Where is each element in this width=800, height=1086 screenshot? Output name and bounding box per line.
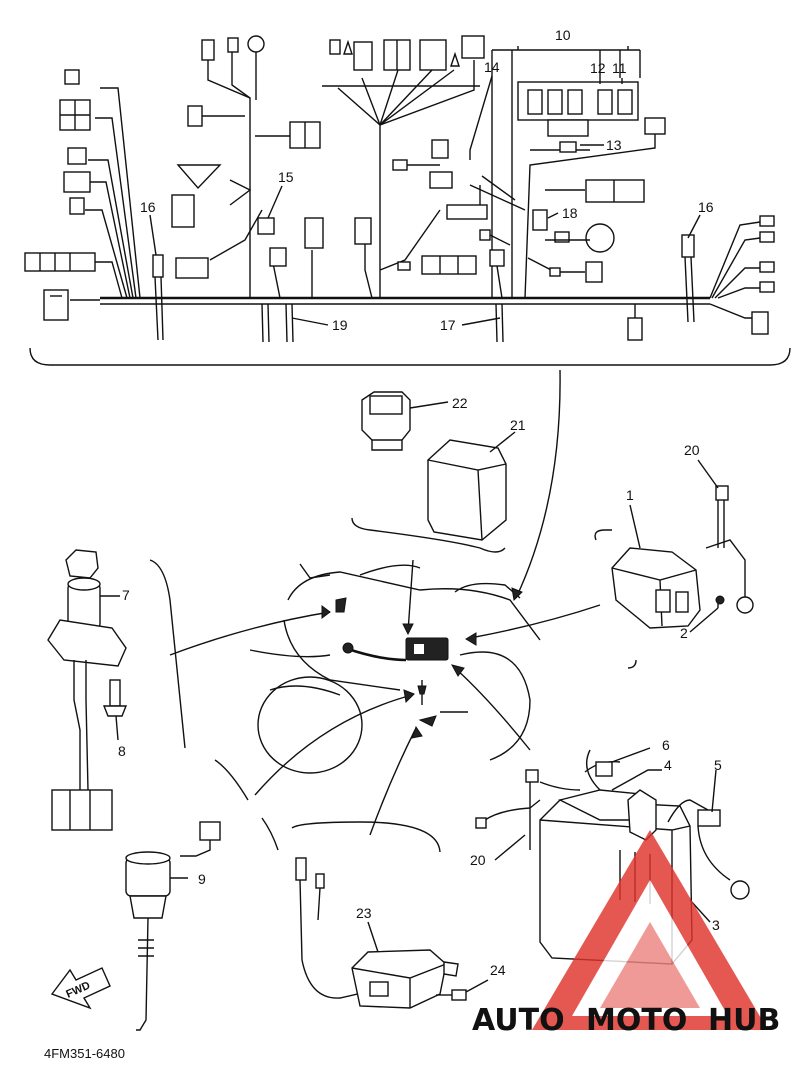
part-1-starter-relay xyxy=(594,459,754,669)
watermark-logo xyxy=(532,830,768,1030)
callout-7: 7 xyxy=(122,587,130,603)
part-22-relay-small xyxy=(361,391,449,451)
drawing-code: 4FM351-6480 xyxy=(44,1046,125,1061)
callout-22: 22 xyxy=(452,395,468,411)
callout-14: 14 xyxy=(484,59,500,75)
part-23-ignition-coil xyxy=(291,821,459,1009)
callout-10: 10 xyxy=(555,27,571,43)
callout-8: 8 xyxy=(118,743,126,759)
callout-16-left: 16 xyxy=(140,199,156,215)
wire-harness xyxy=(24,35,791,366)
callout-6: 6 xyxy=(662,737,670,753)
callout-23: 23 xyxy=(356,905,372,921)
callout-16-right: 16 xyxy=(698,199,714,215)
watermark-part1: AUTO xyxy=(472,1003,565,1038)
callout-5: 5 xyxy=(714,757,722,773)
watermark-part3: HUB xyxy=(708,1003,780,1038)
part-24-bolt xyxy=(436,979,489,1001)
callout-3: 3 xyxy=(712,917,720,933)
fwd-direction-arrow: FWD xyxy=(50,967,111,1010)
part-6-cable xyxy=(584,747,651,777)
callout-12: 12 xyxy=(590,60,606,76)
callout-21: 21 xyxy=(510,417,526,433)
part-7-main-switch xyxy=(47,549,186,831)
part-5-cable xyxy=(667,769,750,900)
callout-17: 17 xyxy=(440,317,456,333)
callout-20-top: 20 xyxy=(684,442,700,458)
callout-9: 9 xyxy=(198,871,206,887)
part-21-relay-large xyxy=(351,431,516,553)
watermark-text: AUTO MOTO HUB xyxy=(472,1003,780,1038)
callout-labels: 10 12 11 13 14 15 16 16 18 19 17 22 21 2… xyxy=(118,27,722,978)
part-9-sensor xyxy=(125,759,279,1031)
callout-24: 24 xyxy=(490,962,506,978)
callout-13: 13 xyxy=(606,137,622,153)
callout-19: 19 xyxy=(332,317,348,333)
motorcycle-outline xyxy=(169,369,601,836)
callout-2: 2 xyxy=(680,625,688,641)
part-4-battery-band xyxy=(557,769,662,841)
callout-1: 1 xyxy=(626,487,634,503)
callout-4: 4 xyxy=(664,757,672,773)
part-20-cable-bottom xyxy=(475,769,581,861)
callout-11: 11 xyxy=(612,60,627,76)
watermark-part2: MOTO xyxy=(586,1003,687,1038)
callout-18: 18 xyxy=(562,205,578,221)
callout-15: 15 xyxy=(278,169,294,185)
callout-20-bottom: 20 xyxy=(470,852,486,868)
